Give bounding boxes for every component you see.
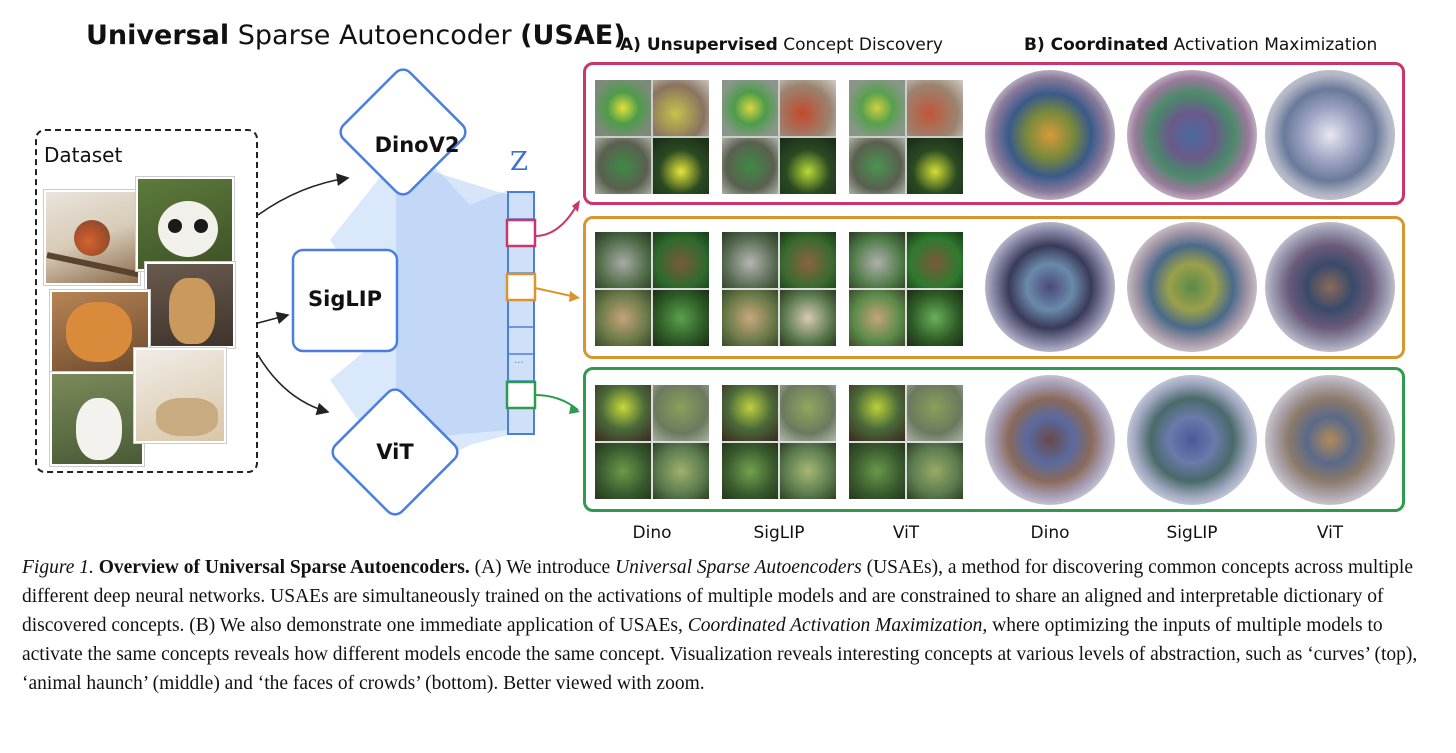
- thumb-haunch-siglip: [722, 232, 836, 346]
- z-cell-haunch: [505, 272, 537, 302]
- thumb-curves-siglip: [722, 80, 836, 194]
- dataset-box: [35, 129, 258, 473]
- actmax-curves-vit: [1265, 70, 1395, 200]
- caption-term-usae: Universal Sparse Autoencoders: [615, 557, 862, 578]
- actmax-haunch-dino: [985, 222, 1115, 352]
- diagram-connections: [257, 68, 580, 516]
- caption-term-cam: Coordinated Activation Maximization: [687, 615, 983, 636]
- row-animal-haunch: [583, 216, 1405, 359]
- photo-rabbit: [50, 372, 144, 466]
- col-label-b-vit: ViT: [1316, 523, 1344, 543]
- model-label-vit: ViT: [376, 440, 414, 464]
- projection-fan: [330, 140, 508, 480]
- col-label-b-siglip: SigLIP: [1166, 523, 1218, 543]
- actmax-curves-dino: [985, 70, 1115, 200]
- z-cell-curves: [505, 218, 537, 248]
- section-b-heading: B) Coordinated Activation Maximization: [1024, 35, 1377, 55]
- col-label-b-dino: Dino: [1030, 523, 1070, 543]
- col-label-a-dino: Dino: [632, 523, 672, 543]
- thumb-haunch-vit: [849, 232, 963, 346]
- z-ellipsis: ...: [514, 355, 524, 366]
- section-b-prefix: B): [1024, 35, 1051, 55]
- row-curves: [583, 62, 1405, 205]
- section-a-rest: Concept Discovery: [777, 35, 943, 55]
- caption-part2: (USAEs), a method for discovering common…: [22, 557, 1413, 636]
- thumb-curves-vit: [849, 80, 963, 194]
- photo-cat: [50, 290, 150, 374]
- section-b-bold: Coordinated: [1050, 35, 1169, 55]
- title-bold: Universal: [86, 20, 230, 51]
- arrow-to-row-haunch: [534, 287, 577, 298]
- arrow-to-row-curves: [534, 202, 579, 237]
- actmax-haunch-siglip: [1127, 222, 1257, 352]
- model-label-dinov2: DinoV2: [374, 133, 460, 157]
- col-label-a-siglip: SigLIP: [753, 523, 805, 543]
- section-a-prefix: A): [620, 35, 647, 55]
- actmax-haunch-vit: [1265, 222, 1395, 352]
- section-a-heading: A) Unsupervised Concept Discovery: [620, 35, 943, 55]
- thumb-crowds-vit: [849, 385, 963, 499]
- caption-heading: Overview of Universal Sparse Autoencoder…: [98, 557, 470, 578]
- title-abbrev: (USAE): [520, 20, 626, 51]
- thumb-curves-dino: [595, 80, 709, 194]
- photo-blanket: [134, 348, 226, 443]
- arrow-to-vit: [257, 354, 330, 416]
- thumb-crowds-dino: [595, 385, 709, 499]
- siglip-box: [291, 248, 399, 353]
- actmax-curves-siglip: [1127, 70, 1257, 200]
- arrow-to-siglip: [257, 311, 290, 325]
- model-label-siglip: SigLIP: [308, 287, 382, 311]
- actmax-crowds-dino: [985, 375, 1115, 505]
- vit-diamond: [331, 388, 459, 516]
- caption-part1: (A) We introduce: [469, 557, 616, 578]
- projection-core: [396, 160, 508, 440]
- dataset-label: Dataset: [44, 143, 123, 167]
- z-label: Z: [510, 147, 529, 177]
- photo-panda: [136, 177, 234, 271]
- figure-caption: Figure 1. Overview of Universal Sparse A…: [22, 553, 1440, 698]
- dinov2-diamond: [339, 68, 467, 196]
- photo-robin: [44, 190, 140, 285]
- section-a-bold: Unsupervised: [646, 35, 778, 55]
- section-b-rest: Activation Maximization: [1168, 35, 1378, 55]
- col-label-a-vit: ViT: [892, 523, 920, 543]
- actmax-crowds-siglip: [1127, 375, 1257, 505]
- arrow-to-dinov2: [257, 173, 350, 216]
- photo-puppy: [145, 262, 235, 348]
- caption-figure-number: Figure 1.: [22, 557, 94, 578]
- figure-title: Universal Sparse Autoencoder (USAE): [86, 20, 626, 51]
- thumb-crowds-siglip: [722, 385, 836, 499]
- actmax-crowds-vit: [1265, 375, 1395, 505]
- row-crowd-faces: [583, 367, 1405, 512]
- title-mid: Sparse Autoencoder: [229, 20, 521, 51]
- caption-part3: , where optimizing the inputs of multipl…: [22, 615, 1418, 694]
- z-cell-crowds: [505, 380, 537, 410]
- thumb-haunch-dino: [595, 232, 709, 346]
